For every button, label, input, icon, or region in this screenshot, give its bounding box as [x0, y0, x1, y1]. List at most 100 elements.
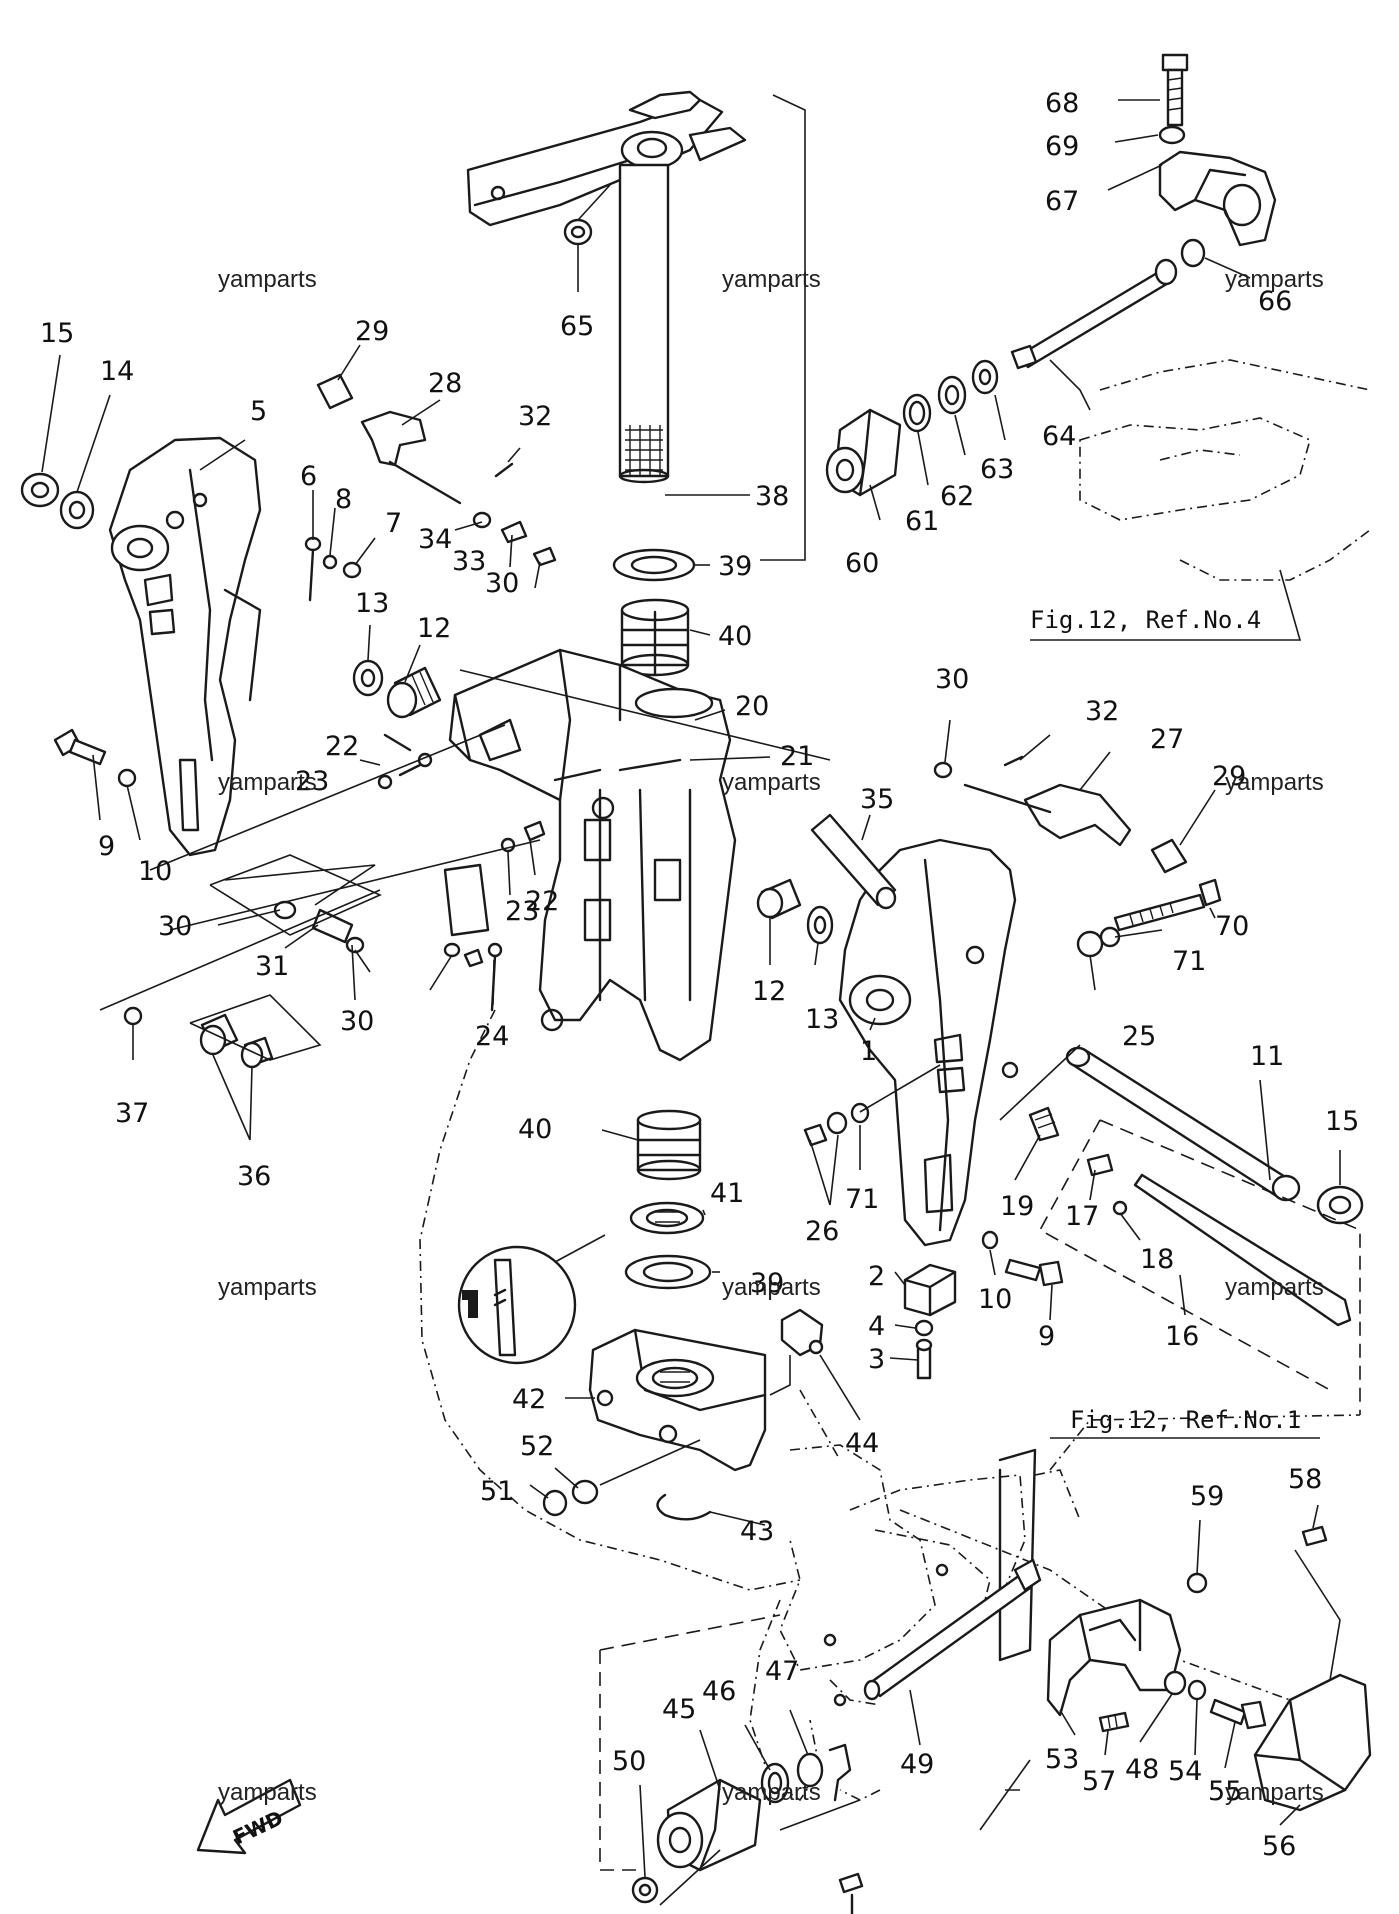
leader-box-lines [169, 669, 831, 1061]
nuts-26-71 [803, 1102, 870, 1147]
callout-9-left: 9 [98, 831, 115, 862]
pin-35 [810, 813, 897, 910]
callout-4: 4 [868, 1311, 885, 1342]
watermarks: yamparts yamparts yamparts yamparts yamp… [218, 266, 1324, 1806]
callout-23-upper: 23 [295, 766, 329, 797]
callout-68: 68 [1045, 88, 1079, 119]
mount-housing-42 [588, 1328, 767, 1472]
callout-22-upper: 22 [325, 731, 359, 762]
washer-63 [971, 359, 999, 395]
callout-28: 28 [428, 368, 462, 399]
callout-60: 60 [845, 548, 879, 579]
washer-62 [937, 375, 967, 415]
ring-46 [760, 1762, 790, 1804]
ball-18 [1112, 1200, 1128, 1216]
callout-23-mid: 23 [505, 896, 539, 927]
watermark: yamparts [1225, 266, 1324, 293]
bushing-40-lower [636, 1109, 702, 1181]
engine-outline-upper [1079, 359, 1371, 581]
bolt-58 [1301, 1525, 1328, 1547]
rod-16 [1133, 1173, 1352, 1327]
clamp-bracket-left [108, 436, 262, 857]
watermark: yamparts [722, 769, 821, 796]
callout-29-right: 29 [1212, 761, 1246, 792]
callout-13-right: 13 [805, 1004, 839, 1035]
dashdot-lower-outline [419, 1009, 801, 1591]
callout-40-lower: 40 [518, 1114, 552, 1145]
bolt-64 [1010, 258, 1178, 370]
bolt-55 [1209, 1698, 1267, 1730]
mount-rubber-60 [825, 408, 902, 497]
cover-56 [1253, 1673, 1372, 1812]
seal-41 [629, 1201, 705, 1235]
bolt-lower-small [838, 1872, 864, 1914]
callout-62: 62 [940, 481, 974, 512]
callout-64: 64 [1042, 421, 1076, 452]
callout-40-upper: 40 [718, 621, 752, 652]
callout-25: 25 [1122, 1021, 1156, 1052]
callout-71-upper: 71 [1172, 946, 1206, 977]
steering-shaft [618, 163, 670, 484]
callout-14: 14 [100, 356, 134, 387]
callout-21: 21 [780, 741, 814, 772]
callout-38: 38 [755, 481, 789, 512]
callout-43: 43 [740, 1516, 774, 1547]
clamp-bracket-right [838, 838, 1019, 1247]
callout-58: 58 [1288, 1464, 1322, 1495]
callout-7: 7 [385, 508, 402, 539]
washer-14 [59, 490, 95, 530]
washer-10-right [981, 1230, 999, 1250]
callout-39-upper: 39 [718, 551, 752, 582]
bushing-12-right [756, 878, 802, 920]
callout-47: 47 [765, 1656, 799, 1687]
watermark: yamparts [1225, 1779, 1324, 1806]
nut-23-upper [377, 774, 393, 790]
callout-leaders [41, 99, 1341, 1878]
nut-51 [542, 1489, 568, 1517]
collar-29-left [316, 373, 354, 410]
callout-54: 54 [1168, 1756, 1202, 1787]
callout-45: 45 [662, 1694, 696, 1725]
callout-9-right: 9 [1038, 1321, 1055, 1352]
circlip-43 [656, 1493, 712, 1521]
callout-49: 49 [900, 1749, 934, 1780]
bolt-9-left [53, 728, 107, 766]
callout-15-right: 15 [1325, 1106, 1359, 1137]
bolt-3 [915, 1338, 933, 1380]
watermark: yamparts [218, 1274, 317, 1301]
callout-57: 57 [1082, 1766, 1116, 1797]
callout-63: 63 [980, 454, 1014, 485]
washer-4 [914, 1319, 934, 1337]
callout-59: 59 [1190, 1481, 1224, 1512]
callout-66: 66 [1258, 286, 1292, 317]
watermark: yamparts [218, 1779, 317, 1806]
callout-30-upper: 30 [485, 568, 519, 599]
callout-34: 34 [418, 524, 452, 555]
bolt-57 [1098, 1711, 1130, 1733]
callout-12-right: 12 [752, 976, 786, 1007]
callout-67: 67 [1045, 186, 1079, 217]
nut-7 [342, 561, 362, 579]
callout-50: 50 [612, 1746, 646, 1777]
callout-55: 55 [1208, 1776, 1242, 1807]
collar-66 [1180, 238, 1206, 268]
swivel-bracket [448, 648, 737, 1062]
collar-29-right [1150, 838, 1188, 874]
callout-19: 19 [1000, 1191, 1034, 1222]
callout-11: 11 [1250, 1041, 1284, 1072]
callout-24: 24 [475, 1021, 509, 1052]
pin-17 [1086, 1153, 1114, 1177]
washer-13-left [352, 659, 384, 697]
washer-47 [796, 1752, 824, 1788]
callout-31: 31 [255, 951, 289, 982]
callout-29-left: 29 [355, 316, 389, 347]
callout-33: 33 [452, 546, 486, 577]
watermark: yamparts [218, 266, 317, 293]
callout-10-right: 10 [978, 1284, 1012, 1315]
nut-8 [322, 554, 338, 570]
small-parts-mid [123, 820, 546, 1069]
callout-18: 18 [1140, 1244, 1174, 1275]
callout-61: 61 [905, 506, 939, 537]
callout-71-lower: 71 [845, 1184, 879, 1215]
